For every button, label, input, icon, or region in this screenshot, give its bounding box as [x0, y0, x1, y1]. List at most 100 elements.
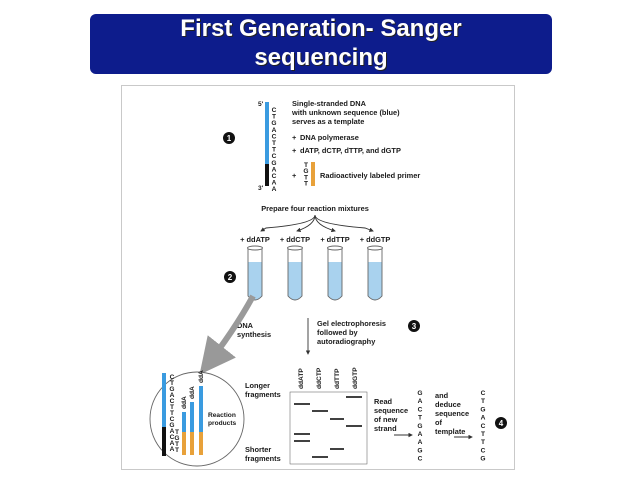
read-line-4: strand [374, 424, 397, 433]
inset-template-base: A [170, 392, 175, 399]
inset-product-3-primer [199, 432, 203, 455]
template-base: A [272, 127, 277, 134]
inset-dd-label-3: ddA [198, 370, 205, 383]
strand-3-prime-label: 3' [258, 185, 264, 192]
title-line-1: First Generation- Sanger [180, 15, 462, 42]
gel-step-line-1: Gel electrophoresis [317, 319, 386, 328]
gel-step-line-2: followed by [317, 328, 359, 337]
new-strand-base: A [418, 398, 423, 405]
template-description-line-1: Single-stranded DNA [292, 99, 367, 108]
polymerase-label: DNA polymerase [300, 133, 359, 142]
step-1-number: 1 [227, 134, 232, 143]
inset-dd-label-1: ddA [181, 396, 188, 409]
step-2-marker: 2 [224, 271, 236, 283]
reaction-tubes [247, 245, 383, 301]
gel-lane-label-ddgtp: ddGTP [352, 367, 359, 389]
prepare-reactions-label: Prepare four reaction mixtures [261, 204, 369, 213]
template-sequence-base: C [481, 447, 486, 454]
inset-template-base: C [170, 434, 175, 441]
template-base: T [272, 147, 276, 154]
new-strand-base: C [418, 456, 423, 463]
template-base: C [272, 153, 277, 160]
reaction-label-ddgtp: + ddGTP [360, 235, 391, 244]
dntps-label: dATP, dCTP, dTTP, and dGTP [300, 146, 401, 155]
inset-template-base: A [170, 428, 175, 435]
template-base: G [271, 120, 276, 127]
deduce-line-5: template [435, 427, 465, 436]
new-strand-base: G [417, 447, 422, 454]
read-line-2: sequence [374, 406, 408, 415]
template-base: A [272, 180, 277, 187]
inset-primer-base: T [175, 441, 179, 448]
template-sequence-base: C [481, 390, 486, 397]
new-strand-base: G [417, 390, 422, 397]
template-strand-dark-end [265, 164, 269, 186]
reaction-tube [287, 245, 303, 301]
inset-product-1-primer [182, 432, 186, 455]
reaction-tube [367, 245, 383, 301]
plus-sign-3: + [292, 171, 297, 180]
longer-fragments-line-1: Longer [245, 381, 270, 390]
template-sequence-base: A [481, 415, 486, 422]
shorter-fragments-line-2: fragments [245, 454, 281, 463]
inset-template-base: T [170, 404, 174, 411]
longer-fragments-line-2: fragments [245, 390, 281, 399]
step-2-number: 2 [228, 273, 233, 282]
template-base: G [271, 160, 276, 167]
deduce-line-2: deduce [435, 400, 461, 409]
step-4-marker: 4 [495, 417, 507, 429]
inset-template-base: T [170, 410, 174, 417]
template-sequence-base: G [480, 456, 485, 463]
template-base: C [272, 107, 277, 114]
inset-dd-label-2: ddA [189, 386, 196, 399]
step-3-marker: 3 [408, 320, 420, 332]
synthesis-arrow [199, 294, 256, 375]
primer-bar [311, 162, 315, 186]
gel-step-line-3: autoradiography [317, 337, 376, 346]
strand-5-prime-label: 5' [258, 101, 264, 108]
title-banner: First Generation- Sanger sequencing [90, 14, 552, 74]
read-line-3: of new [374, 415, 398, 424]
reaction-label-ddctp: + ddCTP [280, 235, 310, 244]
inset-template-bar [162, 373, 166, 427]
template-sequence-base: C [481, 423, 486, 430]
inset-template-base: A [170, 440, 175, 447]
shorter-fragments-line-1: Shorter [245, 445, 271, 454]
template-description-line-3: serves as a template [292, 117, 364, 126]
inset-product-2-primer [190, 432, 194, 455]
gel-lane-label-ddctp: ddCTP [316, 367, 323, 389]
inset-template-dark-end [162, 427, 166, 456]
template-base: A [272, 186, 277, 193]
title-line-2: sequencing [254, 44, 388, 71]
inset-primer-base: T [175, 447, 179, 454]
reaction-tube [247, 245, 263, 301]
step-3-number: 3 [412, 322, 417, 331]
step-4-number: 4 [499, 419, 504, 428]
new-strand-base: G [417, 423, 422, 430]
inset-template-base: C [170, 398, 175, 405]
reaction-label-ddttp: + ddTTP [320, 235, 349, 244]
new-strand-base: A [418, 431, 423, 438]
template-sequence-base: G [480, 406, 485, 413]
inset-primer-base: T [175, 429, 179, 436]
primer-base: G [303, 168, 308, 175]
gel-bands [294, 396, 362, 458]
template-base: C [272, 133, 277, 140]
new-strand-base: A [418, 439, 423, 446]
inset-primer-base: G [174, 435, 179, 442]
reaction-products-line-2: products [208, 420, 237, 427]
template-base: T [272, 114, 276, 121]
reaction-products-line-1: Reaction [208, 412, 236, 419]
plus-sign-2: + [292, 146, 297, 155]
inset-template-base: A [170, 446, 175, 453]
gel-lane-label-ddttp: ddTTP [334, 368, 341, 389]
inset-template-base: G [169, 386, 174, 393]
